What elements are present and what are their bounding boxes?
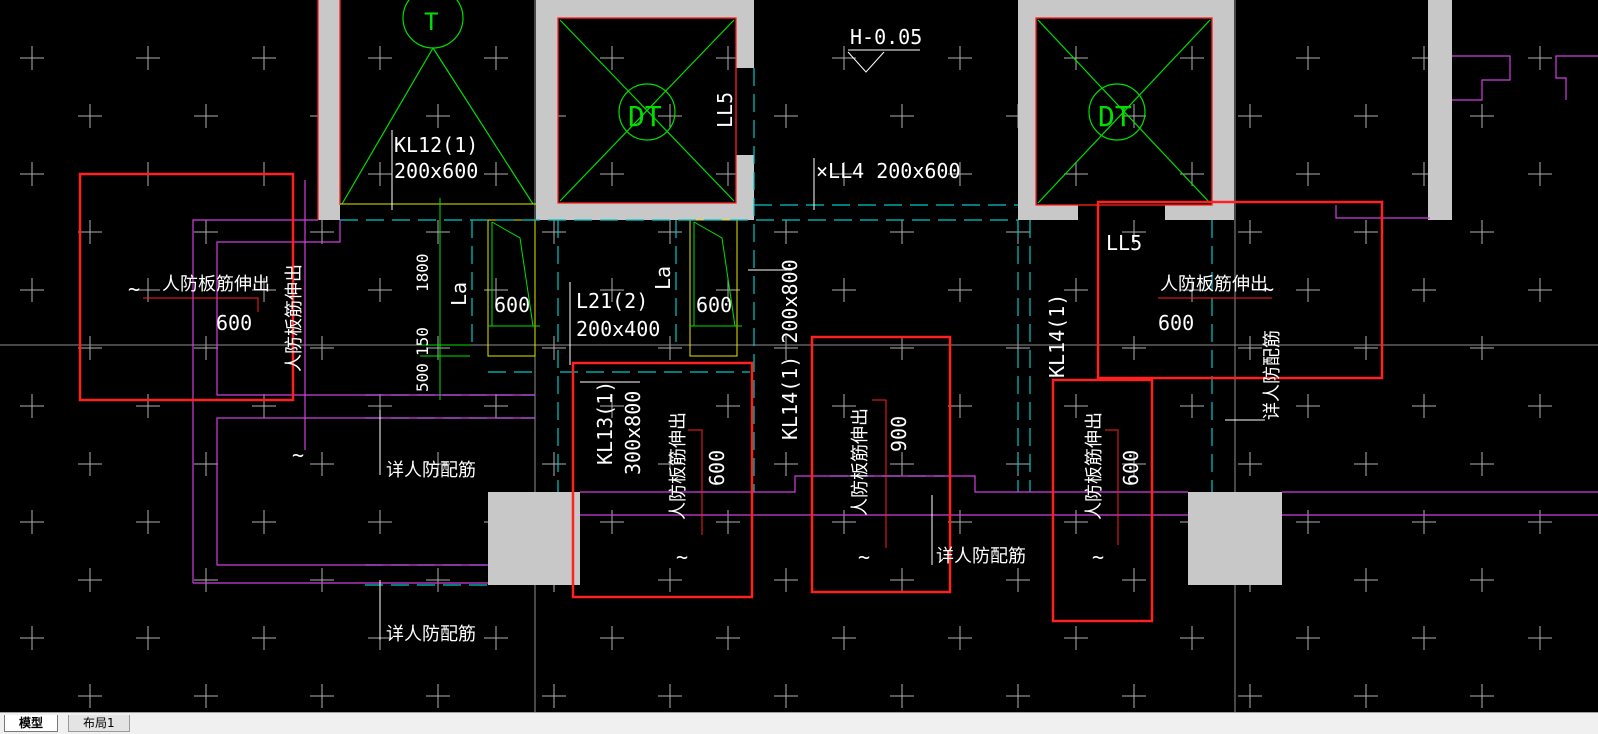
- beam-ll5-right: LL5: [1106, 231, 1142, 255]
- beam-kl12-name: KL12(1): [394, 133, 478, 157]
- value-600-4: 600: [1158, 311, 1194, 335]
- beam-l21-size: 200x400: [576, 317, 660, 341]
- stair-label: T: [424, 8, 438, 36]
- highlight-boxes: [78, 172, 1384, 623]
- rebar-extend-label-5: 人防板筋伸出: [1084, 412, 1105, 520]
- elevator-label-1: DT: [628, 100, 662, 133]
- text-labels: H-0.05 DT DT T KL12(1) 200x600 ×LL4 200x…: [128, 8, 1283, 645]
- beam-kl14-left: KL14(1) 200x800: [778, 259, 802, 440]
- elevator-x-marks: [341, 0, 1211, 205]
- dim-la-left: La: [447, 282, 471, 306]
- beam-kl12-size: 200x600: [394, 159, 478, 183]
- tilde-1: ~: [128, 277, 140, 301]
- layout-tab-bar: 模型 布局1: [0, 712, 1598, 734]
- value-600-1: 600: [216, 311, 252, 335]
- beam-l21-name: L21(2): [576, 289, 648, 313]
- dim-500: 500: [413, 363, 432, 392]
- leader-lines: [379, 49, 1265, 640]
- tilde-3: ~: [676, 545, 688, 569]
- tilde-6: ~: [1262, 277, 1274, 301]
- wall-outlines: [317, 0, 1213, 220]
- tilde-5: ~: [1092, 545, 1104, 569]
- detail-rebar-label-1: 详人防配筋: [386, 460, 476, 481]
- dim-150: 150: [413, 327, 432, 356]
- rebar-extend-label-3: 人防板筋伸出: [668, 412, 689, 520]
- highlight-box-4: [1096, 200, 1384, 380]
- beam-kl14-right: KL14(1): [1045, 294, 1069, 378]
- cad-drawing-canvas[interactable]: H-0.05 DT DT T KL12(1) 200x600 ×LL4 200x…: [0, 0, 1598, 712]
- tilde-2: ~: [292, 443, 304, 467]
- rebar-extend-label-1: 人防板筋伸出: [162, 274, 270, 295]
- rebar-extend-label-4: 人防板筋伸出: [850, 408, 871, 516]
- tab-layout1[interactable]: 布局1: [68, 715, 130, 732]
- tab-model[interactable]: 模型: [4, 715, 59, 732]
- elevator-label-2: DT: [1098, 100, 1132, 133]
- beam-ll4: ×LL4 200x600: [816, 159, 961, 183]
- tilde-4: ~: [858, 545, 870, 569]
- magenta-slab-lines: [192, 55, 1598, 584]
- highlight-box-1: [78, 172, 295, 402]
- highlight-box-3: [810, 335, 952, 594]
- dim-la-right: La: [651, 266, 675, 290]
- beam-kl13-size: 300x800: [621, 391, 645, 475]
- rebar-extend-label-2: 人防板筋伸出: [284, 264, 305, 372]
- dim-600-b: 600: [696, 293, 732, 317]
- elevation-label: H-0.05: [850, 25, 922, 49]
- beam-ll5-vertical: LL5: [713, 92, 737, 128]
- highlight-box-2: [571, 361, 754, 599]
- detail-rebar-label-2: 详人防配筋: [386, 624, 476, 645]
- green-rebar-marks: [420, 198, 742, 400]
- red-rebar-marks: [143, 297, 1272, 548]
- highlight-box-5: [1051, 378, 1154, 623]
- dim-1800: 1800: [413, 253, 432, 292]
- beam-kl13-name: KL13(1): [593, 381, 617, 465]
- value-900: 900: [887, 416, 911, 452]
- detail-rebar-label-3: 详人防配筋: [936, 546, 1026, 567]
- rebar-extend-label-6: 人防板筋伸出: [1160, 274, 1268, 295]
- dim-600-a: 600: [494, 293, 530, 317]
- detail-rebar-label-4: 详人防配筋: [1262, 330, 1283, 420]
- wall-shapes: [318, 0, 1452, 585]
- value-600-3: 600: [1119, 450, 1143, 486]
- value-600-2: 600: [705, 450, 729, 486]
